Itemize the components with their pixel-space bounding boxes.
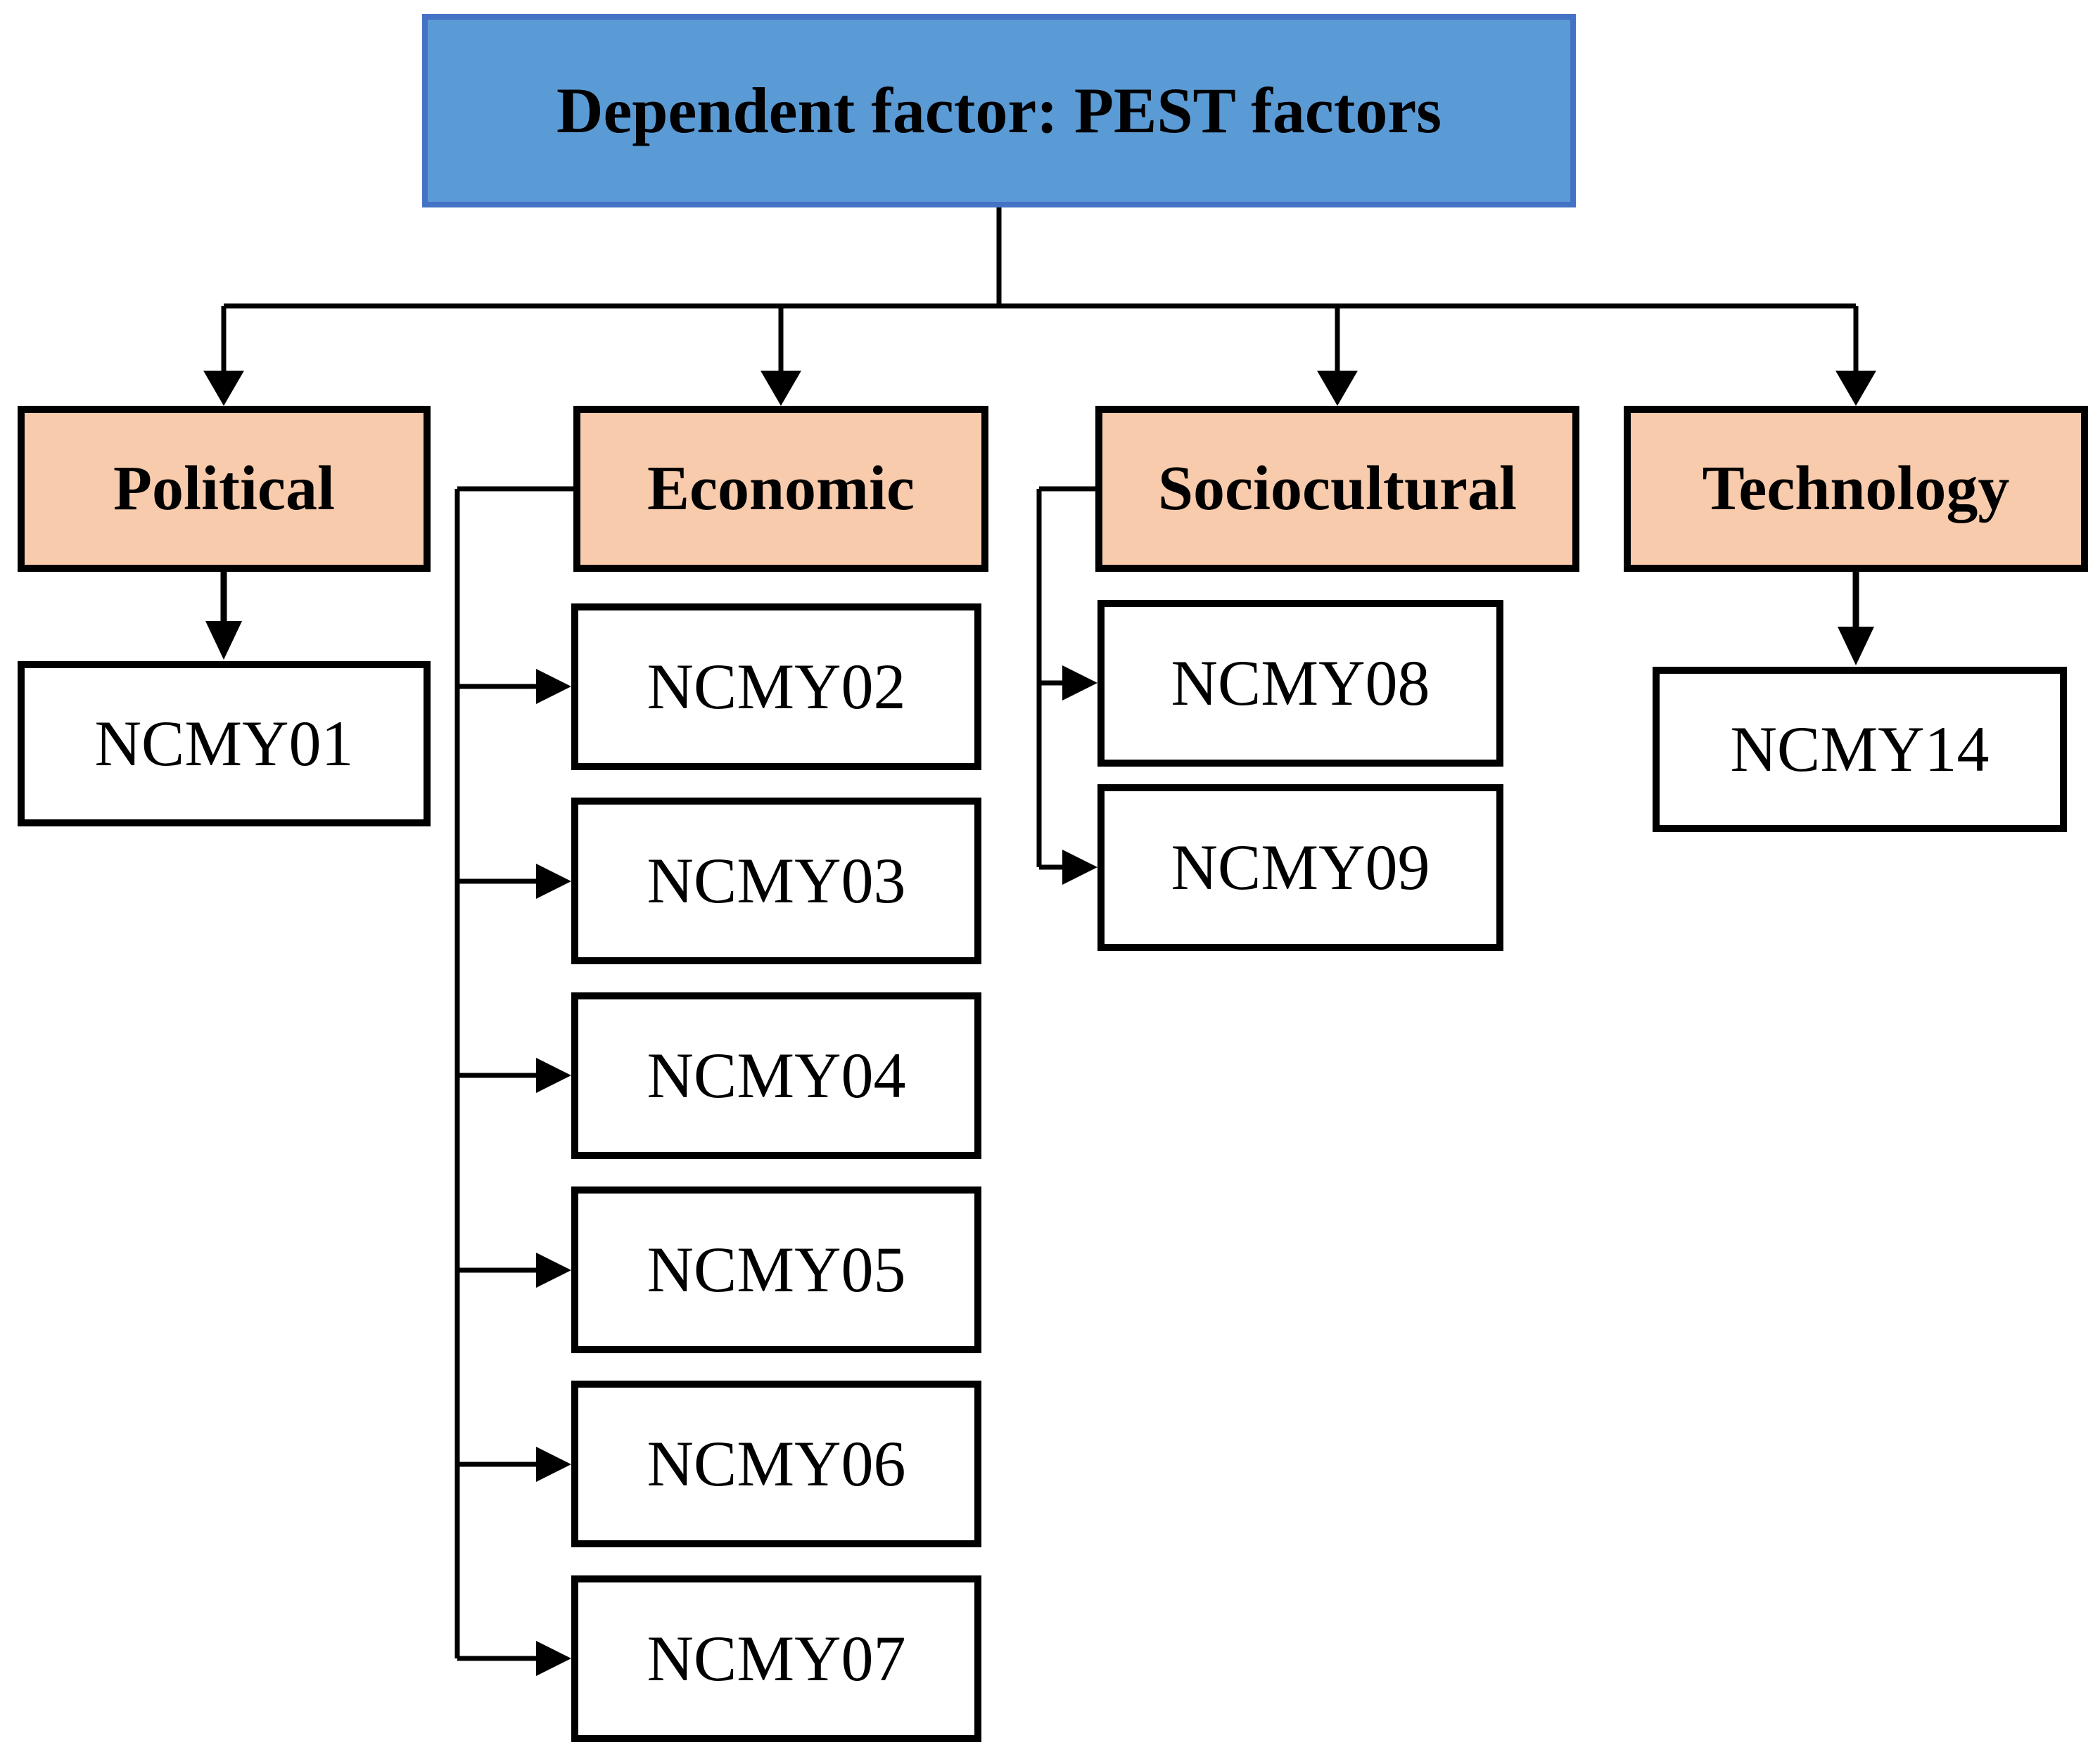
category-arrowheads xyxy=(203,371,1876,406)
leaf-node-ncmy14: NCMY14 xyxy=(1653,667,2067,832)
political-technology-arrow-lines xyxy=(220,572,1859,627)
sociocultural-branch-lines xyxy=(1036,486,1095,870)
category-node-sociocultural: Sociocultural xyxy=(1095,406,1579,572)
category-node-technology: Technology xyxy=(1624,406,2088,572)
leaf-node-ncmy07: NCMY07 xyxy=(571,1575,981,1742)
leaf-node-ncmy02: NCMY02 xyxy=(571,603,981,770)
sociocultural-branch-arrowheads xyxy=(1062,665,1097,885)
leaf-node-ncmy05: NCMY05 xyxy=(571,1186,981,1353)
leaf-node-ncmy08: NCMY08 xyxy=(1097,600,1503,767)
leaf-node-ncmy01: NCMY01 xyxy=(18,661,431,826)
category-node-political: Political xyxy=(18,406,431,572)
political-technology-arrowheads xyxy=(205,621,1874,665)
root-to-categories-connectors xyxy=(221,207,1859,373)
leaf-node-ncmy04: NCMY04 xyxy=(571,992,981,1159)
category-node-economic: Economic xyxy=(573,406,988,572)
leaf-node-ncmy03: NCMY03 xyxy=(571,798,981,964)
root-node-dependent-factor: Dependent factor: PEST factors xyxy=(422,14,1576,207)
economic-branch-lines xyxy=(454,486,573,1661)
leaf-node-ncmy06: NCMY06 xyxy=(571,1381,981,1547)
leaf-node-ncmy09: NCMY09 xyxy=(1097,784,1503,951)
economic-branch-arrowheads xyxy=(536,669,571,1676)
